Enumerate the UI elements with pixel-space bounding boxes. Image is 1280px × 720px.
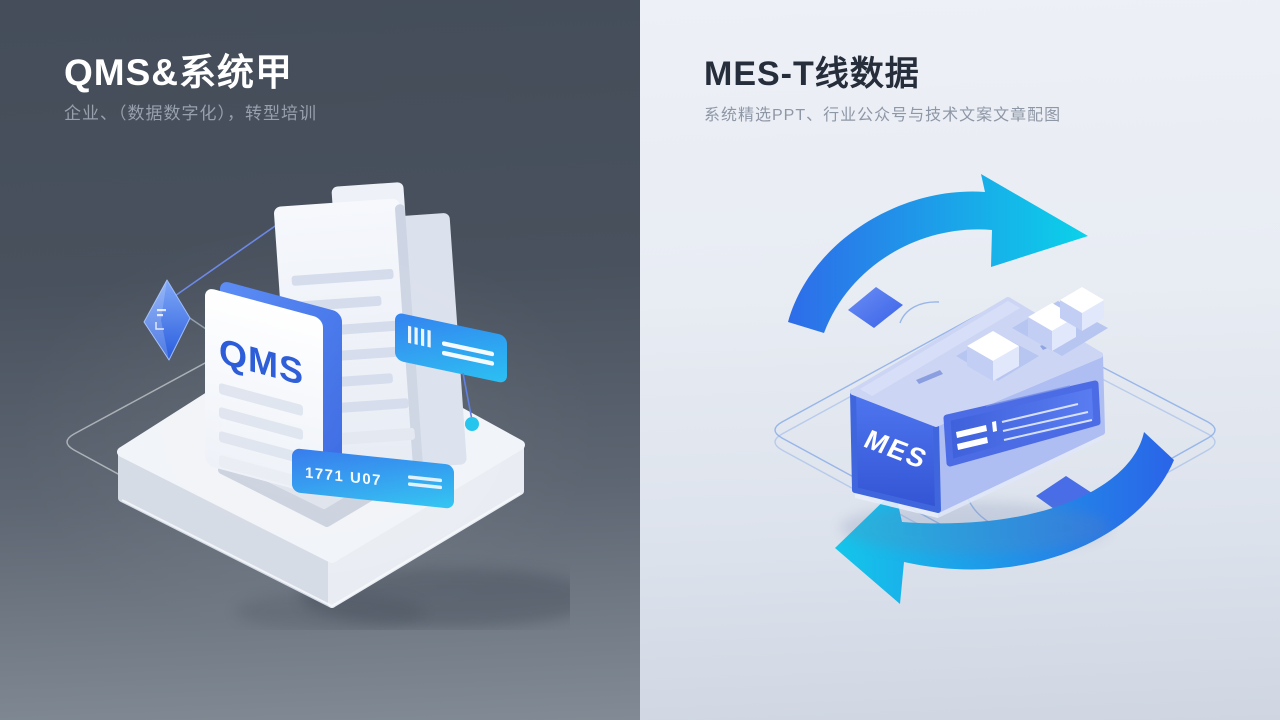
left-title: QMS&系统甲 bbox=[64, 52, 293, 93]
connector-line bbox=[462, 372, 473, 421]
shadow bbox=[235, 592, 425, 630]
mes-illustration: MES bbox=[774, 174, 1216, 604]
connector-dot-icon bbox=[465, 417, 479, 431]
right-subtitle: 系统精选PPT、行业公众号与技术文案文章配图 bbox=[704, 107, 1062, 124]
serial-tag-icon: 1771 U07 bbox=[292, 448, 454, 509]
left-subtitle: 企业、（数据数字化），转型培训 bbox=[64, 104, 317, 123]
qms-card-icon: QMS bbox=[205, 282, 342, 495]
mes-box-icon: MES bbox=[850, 287, 1108, 518]
right-title: MES-T线数据 bbox=[704, 55, 920, 93]
diamond-icon bbox=[848, 287, 903, 328]
diamond-icon bbox=[1036, 476, 1092, 514]
cycle-arrow-bottom-icon bbox=[835, 432, 1174, 604]
qms-illustration: QMS 177 bbox=[66, 182, 570, 630]
cycle-arrow-top-icon bbox=[788, 174, 1088, 333]
shadow bbox=[300, 568, 570, 628]
ground-outline-icon bbox=[66, 325, 506, 565]
shadow bbox=[840, 502, 1110, 554]
qms-card-label: QMS bbox=[219, 330, 304, 393]
gem-icon bbox=[143, 279, 191, 361]
serial-tag-label: 1771 U07 bbox=[305, 464, 382, 489]
platform-icon bbox=[117, 326, 525, 608]
right-panel: MES-T线数据 系统精选PPT、行业公众号与技术文案文章配图 bbox=[640, 0, 1280, 720]
wireframe-icon bbox=[171, 223, 363, 349]
barcode-tag-icon bbox=[395, 313, 507, 383]
document-icon bbox=[274, 182, 467, 480]
left-panel: QMS&系统甲 企业、（数据数字化），转型培训 bbox=[0, 0, 640, 720]
